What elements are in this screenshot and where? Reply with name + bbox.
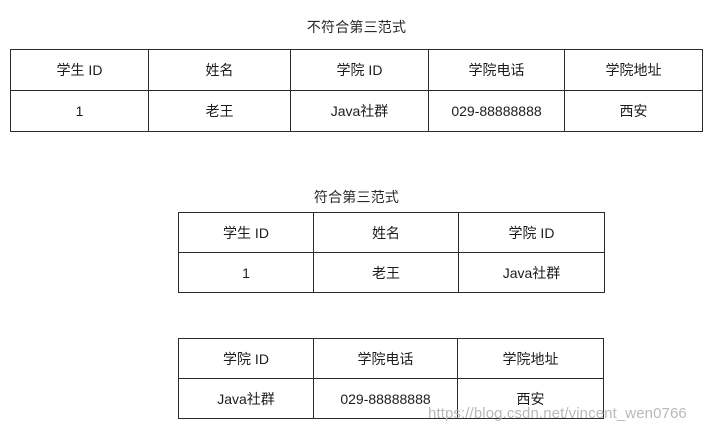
column-header-college-id: 学院 ID <box>458 212 605 253</box>
table-college-3nf: 学院 ID 学院电话 学院地址 Java社群 029-88888888 西安 <box>178 338 604 419</box>
cell-college-tel: 029-88888888 <box>428 90 565 132</box>
table-header-row: 学生 ID 姓名 学院 ID <box>178 212 605 253</box>
column-header-name: 姓名 <box>313 212 459 253</box>
cell-college-id: Java社群 <box>290 90 429 132</box>
column-header-student-id: 学生 ID <box>10 49 149 91</box>
column-header-college-addr: 学院地址 <box>457 338 604 379</box>
table-not-3nf: 学生 ID 姓名 学院 ID 学院电话 学院地址 1 老王 Java社群 029… <box>10 49 703 132</box>
table-student-3nf: 学生 ID 姓名 学院 ID 1 老王 Java社群 <box>178 212 605 293</box>
cell-college-id: Java社群 <box>178 378 314 419</box>
cell-student-id: 1 <box>10 90 149 132</box>
cell-name: 老王 <box>148 90 291 132</box>
table-row: 1 老王 Java社群 <box>178 252 605 293</box>
section-title-is-3nf: 符合第三范式 <box>313 189 400 205</box>
section-title-not-3nf: 不符合第三范式 <box>306 19 407 35</box>
column-header-student-id: 学生 ID <box>178 212 314 253</box>
cell-college-addr: 西安 <box>457 378 604 419</box>
cell-college-tel: 029-88888888 <box>313 378 458 419</box>
cell-student-id: 1 <box>178 252 314 293</box>
column-header-college-tel: 学院电话 <box>428 49 565 91</box>
table-header-row: 学生 ID 姓名 学院 ID 学院电话 学院地址 <box>10 49 703 91</box>
column-header-college-addr: 学院地址 <box>564 49 703 91</box>
column-header-college-id: 学院 ID <box>178 338 314 379</box>
cell-name: 老王 <box>313 252 459 293</box>
table-header-row: 学院 ID 学院电话 学院地址 <box>178 338 604 379</box>
column-header-college-id: 学院 ID <box>290 49 429 91</box>
table-row: Java社群 029-88888888 西安 <box>178 378 604 419</box>
cell-college-id: Java社群 <box>458 252 605 293</box>
table-row: 1 老王 Java社群 029-88888888 西安 <box>10 90 703 132</box>
cell-college-addr: 西安 <box>564 90 703 132</box>
column-header-name: 姓名 <box>148 49 291 91</box>
column-header-college-tel: 学院电话 <box>313 338 458 379</box>
